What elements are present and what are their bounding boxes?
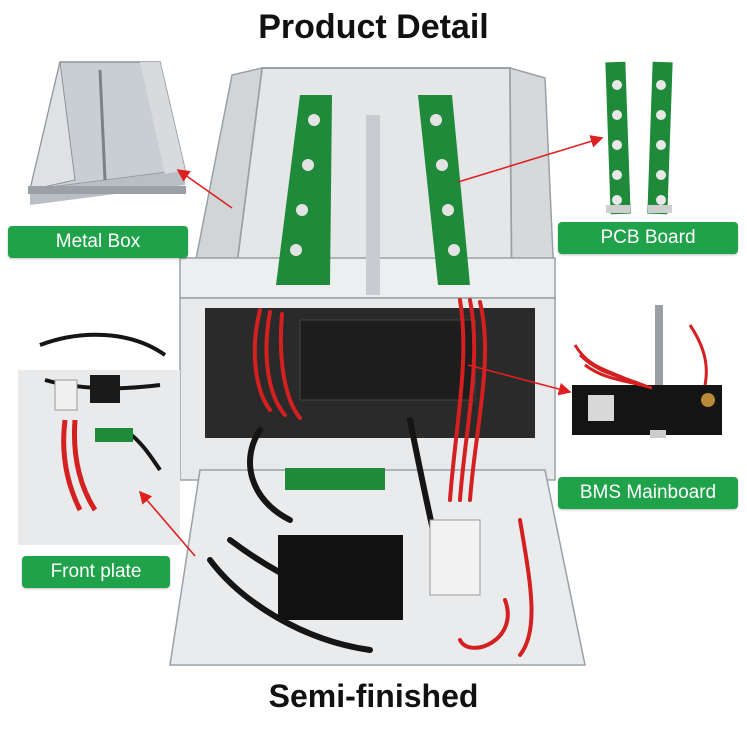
- small-pcb: [285, 468, 385, 490]
- pcb-board-label: PCB Board: [558, 222, 738, 254]
- breaker-switch: [429, 519, 481, 596]
- pcb-board-photo: [605, 61, 673, 215]
- bms-mainboard-photo: [572, 305, 722, 438]
- bms-mainboard-label: BMS Mainboard: [558, 477, 738, 509]
- page-subtitle: Semi-finished: [268, 678, 479, 714]
- front-plate-photo: [18, 332, 180, 545]
- red-cables: [252, 298, 534, 657]
- converter-module: [278, 535, 403, 620]
- metal-box-photo: [22, 60, 187, 220]
- page-title: Product Detail: [258, 8, 489, 46]
- metal-box-label: Metal Box: [8, 226, 188, 258]
- pcb-strips: [276, 95, 470, 285]
- pointer-arrows: [138, 135, 604, 557]
- front-plate-label: Front plate: [22, 556, 170, 588]
